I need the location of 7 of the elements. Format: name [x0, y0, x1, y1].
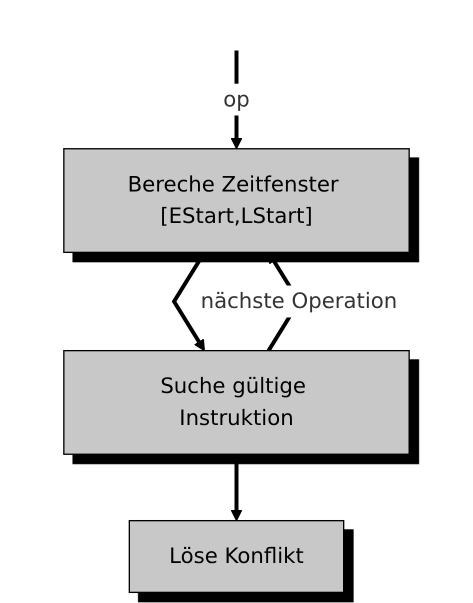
edge-label: op: [223, 86, 250, 112]
node-box: Suche gültige Instruktion: [63, 350, 410, 455]
node-box: Löse Konflikt: [128, 520, 344, 594]
node-box: Bereche Zeitfenster [EStart,LStart]: [63, 148, 410, 254]
arrow: [230, 454, 242, 522]
edge-label: nächste Operation: [200, 288, 398, 314]
arrow: [172, 251, 206, 352]
